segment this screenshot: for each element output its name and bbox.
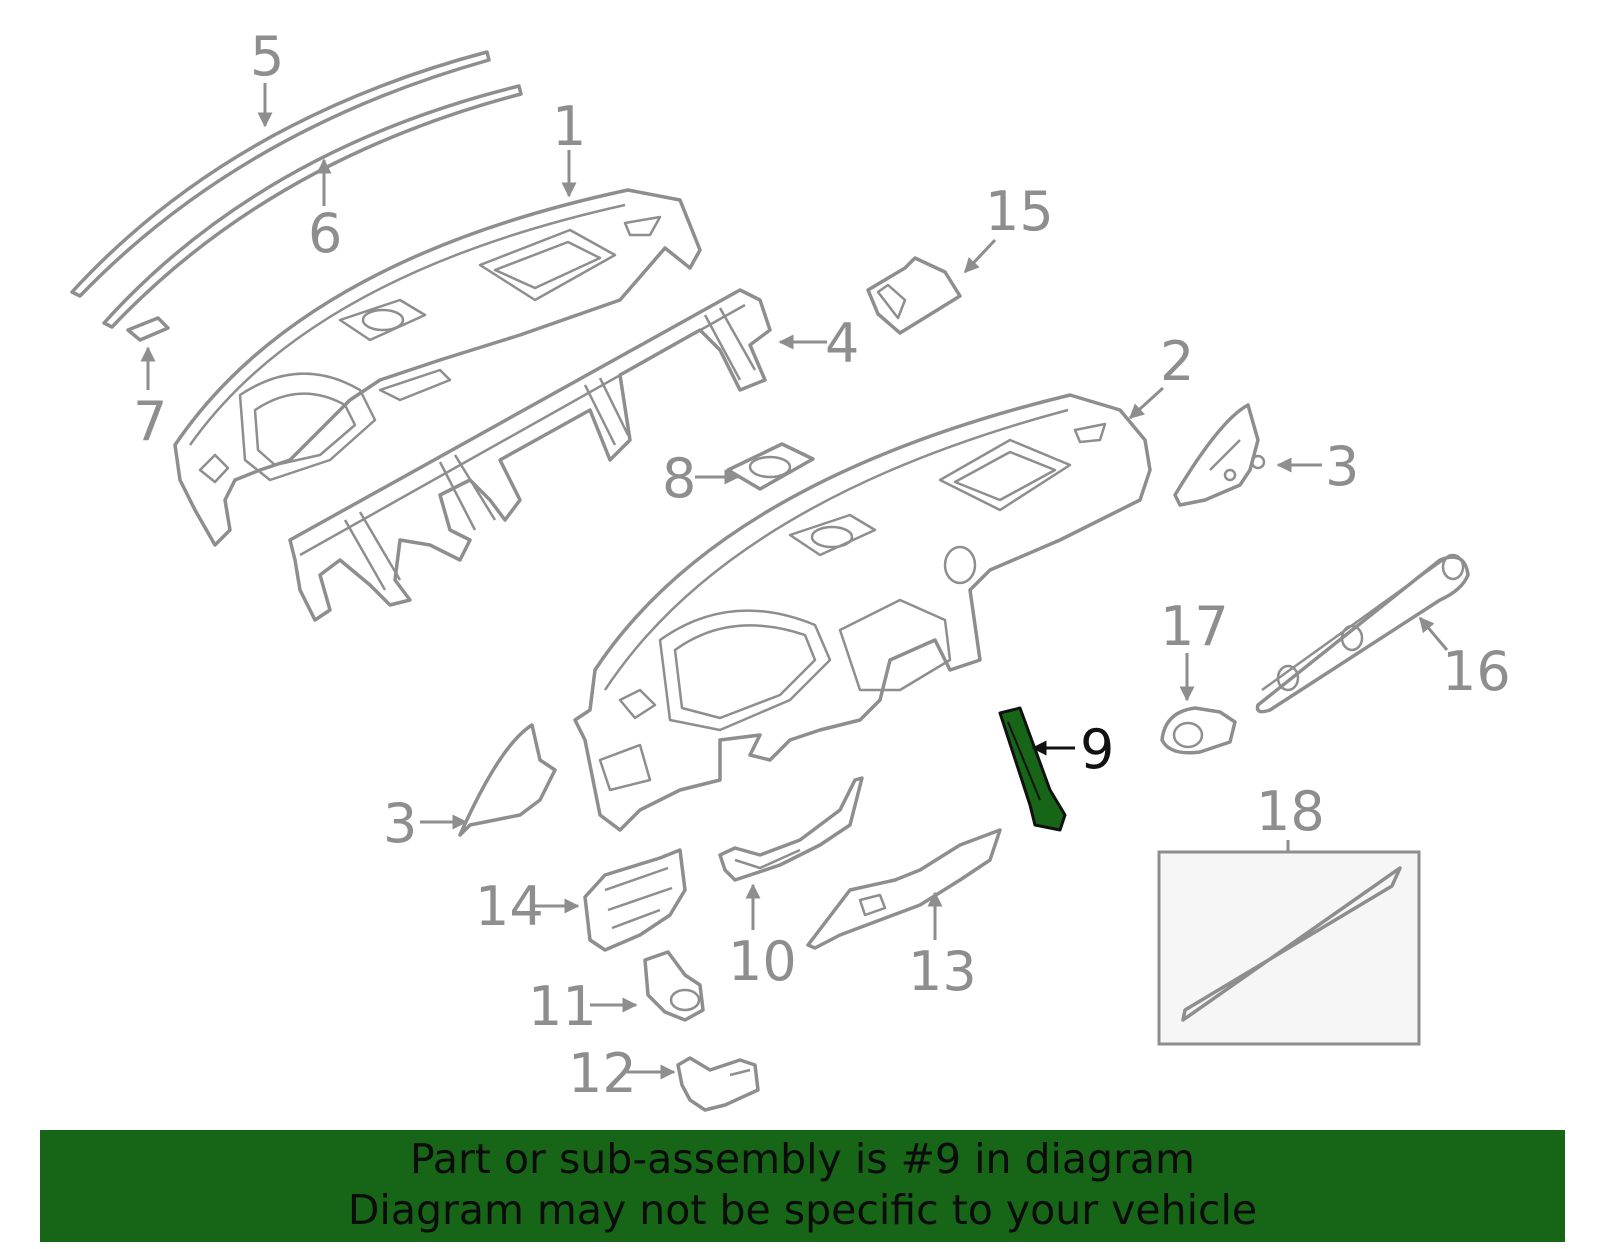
part-6-molding bbox=[102, 84, 523, 329]
part-13-lower-panel bbox=[806, 828, 1002, 950]
part-14-control-panel bbox=[583, 848, 687, 952]
callout-3-right: 3 bbox=[1325, 435, 1359, 498]
part-16-trim-panel bbox=[1255, 553, 1470, 714]
callout-5: 5 bbox=[250, 25, 284, 88]
part-10-bracket bbox=[718, 776, 864, 882]
part-8-speaker-cover bbox=[726, 442, 815, 491]
part-15-vent bbox=[866, 256, 962, 335]
callout-13: 13 bbox=[908, 940, 977, 1003]
part-1-dash-panel bbox=[173, 188, 702, 547]
callout-6: 6 bbox=[308, 202, 342, 265]
banner-line-disclaimer: Diagram may not be specific to your vehi… bbox=[347, 1186, 1258, 1234]
part-12-connector bbox=[676, 1056, 760, 1112]
callout-2: 2 bbox=[1160, 330, 1194, 393]
info-banner: Part or sub-assembly is #9 in diagram Di… bbox=[40, 1130, 1565, 1242]
callout-4: 4 bbox=[825, 312, 859, 375]
callout-labels: 5 6 1 7 4 15 2 3 8 17 16 9 3 18 14 10 13… bbox=[133, 25, 1511, 1105]
callout-7: 7 bbox=[133, 390, 167, 453]
callout-16: 16 bbox=[1442, 640, 1511, 703]
part-7-clip bbox=[126, 316, 170, 342]
callout-3-left: 3 bbox=[383, 792, 417, 855]
part-4-cross-beam bbox=[288, 288, 772, 622]
part-17-switch-bezel bbox=[1160, 706, 1237, 755]
callout-14: 14 bbox=[475, 875, 544, 938]
part-2-instrument-panel bbox=[573, 393, 1152, 832]
part-11-switch bbox=[643, 950, 705, 1022]
callout-10: 10 bbox=[728, 930, 797, 993]
callout-17: 17 bbox=[1160, 595, 1229, 658]
callout-18: 18 bbox=[1256, 780, 1325, 843]
part-9-highlighted bbox=[998, 706, 1067, 832]
part-3-end-cap-left bbox=[458, 723, 557, 837]
part-18-box bbox=[1157, 850, 1421, 1046]
banner-line-part-number: Part or sub-assembly is #9 in diagram bbox=[410, 1135, 1195, 1183]
callout-12: 12 bbox=[568, 1042, 637, 1105]
part-5-molding bbox=[70, 50, 491, 298]
callout-1: 1 bbox=[552, 95, 586, 158]
callout-9-highlighted: 9 bbox=[1080, 718, 1114, 781]
part-3-end-cap-right bbox=[1173, 403, 1266, 507]
callout-11: 11 bbox=[528, 975, 597, 1038]
callout-8: 8 bbox=[662, 447, 696, 510]
leader-lines bbox=[140, 83, 1449, 1080]
callout-15: 15 bbox=[985, 180, 1054, 243]
